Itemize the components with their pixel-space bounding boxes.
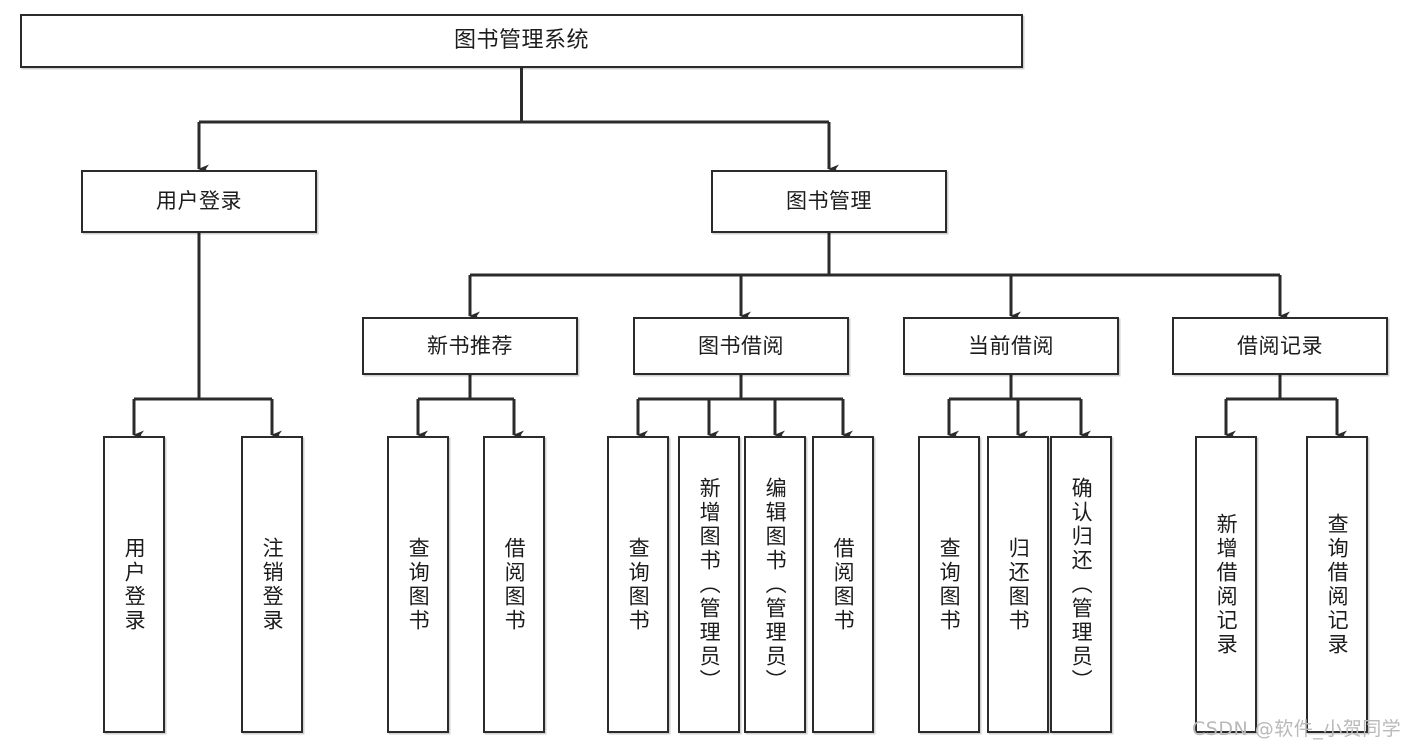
- node-leaf-add-book[interactable]: 新增图书（管理员）: [678, 436, 740, 733]
- node-leaf-borrow-book-2[interactable]: 借阅图书: [812, 436, 874, 733]
- node-label-user-login: 用户登录: [156, 189, 242, 214]
- node-label-leaf-query-record: 查询借阅记录: [1325, 512, 1350, 657]
- node-leaf-logout[interactable]: 注销登录: [241, 436, 303, 733]
- node-leaf-query-book-1[interactable]: 查询图书: [387, 436, 449, 733]
- edge-group: [132, 68, 1347, 440]
- node-label-leaf-borrow-book-2: 借阅图书: [831, 536, 856, 633]
- node-book-manage[interactable]: 图书管理: [711, 170, 947, 233]
- node-label-leaf-add-record: 新增借阅记录: [1214, 512, 1239, 657]
- node-leaf-borrow-book-1[interactable]: 借阅图书: [483, 436, 545, 733]
- node-label-leaf-query-book-2: 查询图书: [626, 536, 651, 633]
- node-label-leaf-user-login: 用户登录: [122, 536, 147, 633]
- node-leaf-edit-book[interactable]: 编辑图书（管理员）: [744, 436, 806, 733]
- node-new-book-rec[interactable]: 新书推荐: [362, 317, 578, 375]
- node-leaf-query-book-2[interactable]: 查询图书: [607, 436, 669, 733]
- node-leaf-user-login[interactable]: 用户登录: [103, 436, 165, 733]
- node-leaf-query-book-3[interactable]: 查询图书: [918, 436, 980, 733]
- node-label-root: 图书管理系统: [453, 28, 589, 54]
- node-label-leaf-query-book-3: 查询图书: [937, 536, 962, 633]
- node-label-leaf-edit-book: 编辑图书（管理员）: [763, 476, 788, 693]
- node-leaf-query-record[interactable]: 查询借阅记录: [1306, 436, 1368, 733]
- node-user-login[interactable]: 用户登录: [81, 170, 317, 233]
- node-label-borrow-record: 借阅记录: [1237, 333, 1323, 358]
- node-current-borrow[interactable]: 当前借阅: [903, 317, 1119, 375]
- node-label-leaf-query-book-1: 查询图书: [406, 536, 431, 633]
- node-label-book-borrow: 图书借阅: [698, 333, 784, 358]
- node-label-leaf-return-book: 归还图书: [1006, 536, 1031, 633]
- node-label-leaf-borrow-book-1: 借阅图书: [502, 536, 527, 633]
- node-leaf-return-book[interactable]: 归还图书: [987, 436, 1049, 733]
- node-leaf-add-record[interactable]: 新增借阅记录: [1195, 436, 1257, 733]
- node-root[interactable]: 图书管理系统: [20, 14, 1023, 68]
- node-book-borrow[interactable]: 图书借阅: [633, 317, 849, 375]
- node-label-leaf-confirm-ret: 确认归还（管理员）: [1069, 476, 1094, 693]
- node-label-new-book-rec: 新书推荐: [427, 333, 513, 358]
- node-label-leaf-add-book: 新增图书（管理员）: [697, 476, 722, 693]
- node-label-book-manage: 图书管理: [786, 189, 872, 214]
- node-leaf-confirm-ret[interactable]: 确认归还（管理员）: [1050, 436, 1112, 733]
- node-borrow-record[interactable]: 借阅记录: [1172, 317, 1388, 375]
- node-label-current-borrow: 当前借阅: [968, 333, 1054, 358]
- node-label-leaf-logout: 注销登录: [260, 536, 285, 633]
